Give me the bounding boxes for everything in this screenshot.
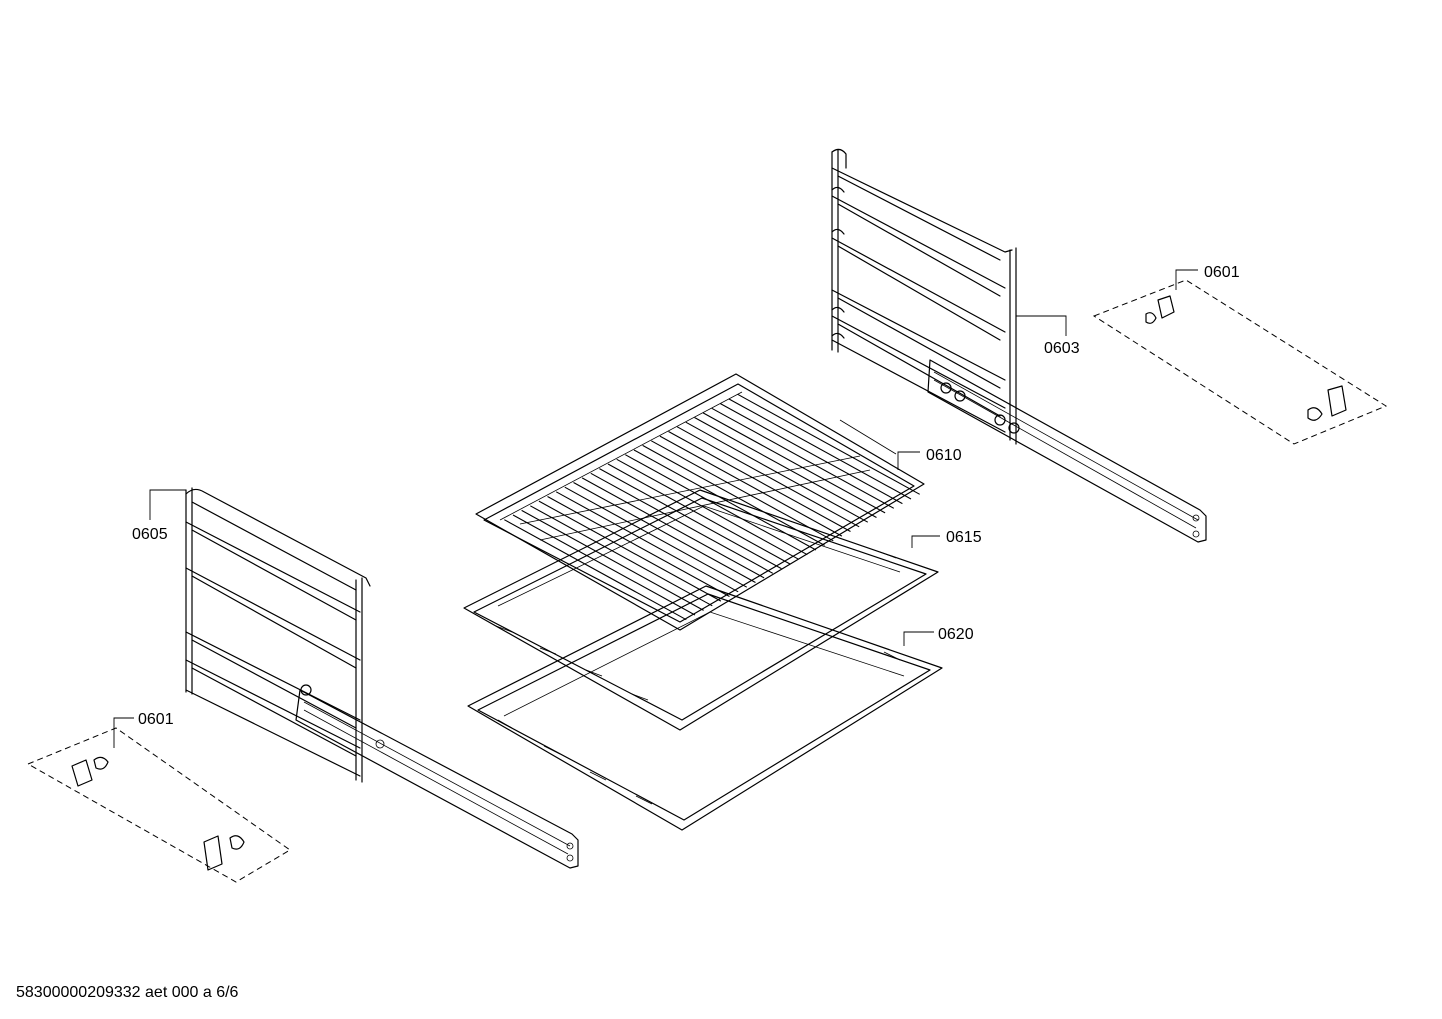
grid-bar xyxy=(607,463,791,565)
wire-grid-shelf xyxy=(475,373,925,631)
grid-bar xyxy=(711,407,895,509)
callout-0603: 0603 xyxy=(1044,340,1080,357)
grid-bar xyxy=(573,482,756,583)
grid-bar xyxy=(659,435,843,537)
grid-bar xyxy=(625,454,808,556)
left-clip-kit xyxy=(26,727,291,883)
grid-bar xyxy=(694,417,877,518)
left-side-rack xyxy=(185,487,579,869)
document-id: 58300000209332 aet 000 a 6/6 xyxy=(16,984,239,1001)
grid-bar xyxy=(538,500,722,602)
callout-0601-right: 0601 xyxy=(1204,264,1240,281)
right-side-rack xyxy=(831,148,1207,543)
grid-bar xyxy=(685,421,869,523)
grid-bar xyxy=(633,449,817,551)
callout-0610: 0610 xyxy=(926,447,962,464)
grid-bar xyxy=(616,458,799,560)
grid-bar xyxy=(530,505,713,607)
grid-bar xyxy=(702,412,886,514)
grid-bar xyxy=(720,403,903,505)
grid-bar xyxy=(504,519,687,621)
leader-lines xyxy=(113,269,1198,748)
callout-0615: 0615 xyxy=(946,529,982,546)
grid-bar xyxy=(521,509,704,611)
grid-bar xyxy=(599,468,782,570)
grid-bar xyxy=(512,514,696,616)
grid-bars xyxy=(504,393,920,621)
grid-bar xyxy=(547,496,730,597)
grid-bar xyxy=(651,440,834,542)
grid-bar xyxy=(737,393,920,495)
callout-0605: 0605 xyxy=(132,526,168,543)
grid-bar xyxy=(555,491,739,593)
grid-bar xyxy=(581,477,765,579)
grid-bar xyxy=(668,431,851,532)
deep-pan xyxy=(467,585,943,831)
grid-bar xyxy=(676,426,860,528)
callout-0601-left: 0601 xyxy=(138,711,174,728)
baking-tray xyxy=(463,489,939,731)
grid-bar xyxy=(590,472,774,574)
right-clip-kit xyxy=(1092,279,1388,445)
grid-bar xyxy=(728,398,912,500)
grid-bar xyxy=(564,486,748,588)
callout-0620: 0620 xyxy=(938,626,974,643)
